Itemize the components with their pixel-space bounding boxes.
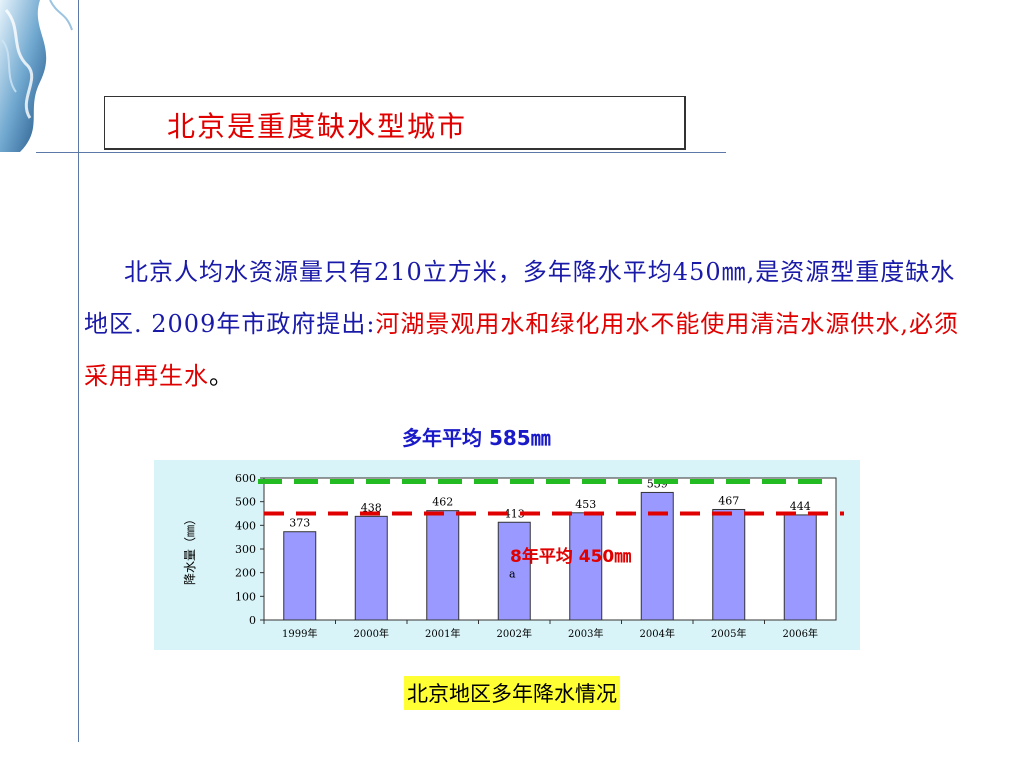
water-decoration-image — [0, 0, 78, 152]
x-tick-label: 1999年 — [282, 627, 317, 640]
paragraph-text-red: 河湖景观用水和绿化用水不能使用清洁水源供水,必须采用再生水 — [84, 310, 960, 390]
multi-year-average-label: 多年平均 585㎜ — [402, 426, 551, 450]
y-tick-label: 0 — [249, 614, 256, 627]
rainfall-bar-chart: 0 100 200 300 400 500 600 降水量（㎜） 373 1999年 438 2000… — [183, 472, 844, 640]
bar-value-label: 438 — [361, 501, 382, 514]
x-tick-label: 2002年 — [497, 627, 532, 640]
horizontal-divider — [36, 152, 726, 153]
chart-caption: 北京地区多年降水情况 — [404, 676, 620, 710]
bar — [569, 512, 603, 621]
bar-value-label: 444 — [790, 500, 811, 513]
stray-text: a — [509, 568, 516, 581]
y-tick-label: 500 — [235, 496, 256, 509]
y-tick-label: 300 — [235, 543, 256, 556]
bar-value-label: 467 — [718, 494, 739, 507]
paragraph-period: 。 — [209, 362, 234, 390]
x-tick-label: 2004年 — [640, 627, 675, 640]
y-tick-label: 600 — [235, 472, 256, 485]
bar — [712, 508, 746, 621]
bar — [283, 531, 317, 621]
chart-container: 0 100 200 300 400 500 600 降水量（㎜） 373 1999年 438 2000… — [154, 460, 860, 650]
paragraph-text-blue: 北京人均水资源量只有210立方米，多年降水平均450㎜,是资源型重度缺水地区. … — [84, 258, 956, 338]
bar-value-label: 373 — [289, 517, 310, 530]
y-tick-label: 100 — [235, 590, 256, 603]
description-paragraph: 北京人均水资源量只有210立方米，多年降水平均450㎜,是资源型重度缺水地区. … — [84, 246, 964, 402]
vertical-divider — [78, 0, 79, 742]
bar-value-label: 462 — [432, 496, 453, 509]
y-tick-label: 200 — [235, 567, 256, 580]
x-tick-label: 2001年 — [425, 627, 460, 640]
title-box: 北京是重度缺水型城市 — [104, 96, 686, 150]
y-tick-label: 400 — [235, 519, 256, 532]
eight-year-average-label: 8年平均 450㎜ — [510, 546, 631, 567]
bar — [783, 514, 817, 621]
x-tick-label: 2003年 — [568, 627, 603, 640]
x-tick-label: 2006年 — [783, 627, 818, 640]
x-tick-label: 2000年 — [354, 627, 389, 640]
x-tick-label: 2005年 — [711, 627, 746, 640]
page-title: 北京是重度缺水型城市 — [167, 110, 468, 143]
bar — [497, 521, 531, 621]
y-axis-label: 降水量（㎜） — [183, 513, 197, 585]
bar-value-label: 453 — [575, 498, 596, 511]
bar — [426, 510, 460, 621]
bar-value-label: 413 — [504, 507, 525, 520]
bar — [354, 515, 388, 621]
